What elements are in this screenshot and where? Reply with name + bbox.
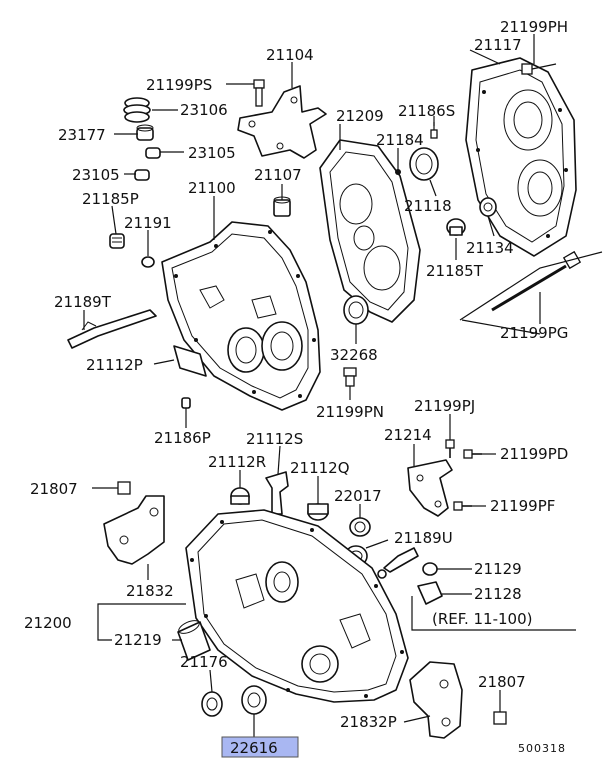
label-21199PF[interactable]: 21199PF [490,497,555,515]
label-21199PS[interactable]: 21199PS [146,76,212,94]
label-21199PH[interactable]: 21199PH [500,18,568,36]
label-23106[interactable]: 23106 [180,101,228,119]
part-labels: 21199PH 21117 21104 21199PS 23106 21209 … [24,18,568,758]
washer-21134[interactable] [479,197,497,217]
label-21832P[interactable]: 21832P [340,713,397,731]
label-21186S[interactable]: 21186S [398,102,455,120]
label-21104[interactable]: 21104 [266,46,314,64]
collar-23105-b[interactable] [134,169,150,181]
bolt-21199PN[interactable] [343,367,357,387]
label-22616[interactable]: 22616 [230,739,278,757]
boot-23106[interactable] [123,97,151,123]
label-ref-11-100[interactable]: (REF. 11-100) [432,610,533,628]
part-21129[interactable] [422,562,438,576]
rear-cover-21117[interactable] [465,57,577,257]
label-21184[interactable]: 21184 [376,131,424,149]
label-21807-left[interactable]: 21807 [30,480,78,498]
label-21128[interactable]: 21128 [474,585,522,603]
leader-lines [83,34,603,738]
part-21128[interactable] [417,581,443,605]
bracket-21832[interactable] [103,495,165,565]
label-21200[interactable]: 21200 [24,614,72,632]
label-21199PG[interactable]: 21199PG [500,324,568,342]
bracket-21832P[interactable] [409,661,463,739]
bracket-21112S[interactable] [265,471,289,515]
label-21129[interactable]: 21129 [474,560,522,578]
strip-21189T[interactable] [67,309,157,349]
label-22017[interactable]: 22017 [334,487,382,505]
bolt-21199PJ[interactable] [445,439,455,458]
label-23105-b[interactable]: 23105 [72,166,120,184]
highlight-22616 [221,736,299,758]
label-21107[interactable]: 21107 [254,166,302,184]
plug-21185P[interactable] [109,233,125,249]
bolt-21807-left[interactable] [92,481,131,495]
diagram-code: 500318 [518,742,566,755]
label-21832[interactable]: 21832 [126,582,174,600]
collar-23105-a[interactable] [145,147,161,159]
bracket-21104[interactable] [237,85,327,159]
case-21100[interactable] [161,221,321,411]
cover-plate-21112P[interactable] [173,345,207,377]
label-23105-a[interactable]: 23105 [188,144,236,162]
part-21112Q[interactable] [307,503,329,521]
label-21191[interactable]: 21191 [124,214,172,232]
pin-21186P[interactable] [181,397,191,409]
label-21219[interactable]: 21219 [114,631,162,649]
bracket-21214[interactable] [407,459,453,517]
oil-seal-32268[interactable] [343,295,369,325]
plug-21185T[interactable] [446,218,466,236]
sleeve-21219[interactable] [177,618,211,661]
plug-21184[interactable] [395,169,401,175]
label-21209[interactable]: 21209 [336,107,384,125]
bolt-21199PH[interactable] [521,63,557,75]
label-21185P[interactable]: 21185P [82,190,139,208]
bolt-21807-right[interactable] [493,690,507,725]
label-21199PJ[interactable]: 21199PJ [414,397,475,415]
label-32268[interactable]: 32268 [330,346,378,364]
label-21189T[interactable]: 21189T [54,293,112,311]
bolt-21199PF[interactable] [453,501,472,511]
label-21186P[interactable]: 21186P [154,429,211,447]
oil-seal-21118[interactable] [409,147,439,181]
label-21112S[interactable]: 21112S [246,430,303,448]
label-21112Q[interactable]: 21112Q [290,459,350,477]
bolt-21199PD[interactable] [463,449,482,459]
label-21112R[interactable]: 21112R [208,453,266,471]
label-21118[interactable]: 21118 [404,197,452,215]
seal-22616[interactable] [241,685,267,715]
bolt-21199PG[interactable] [491,250,582,312]
label-21134[interactable]: 21134 [466,239,514,257]
label-21189U[interactable]: 21189U [394,529,453,547]
label-21117[interactable]: 21117 [474,36,522,54]
label-21199PD[interactable]: 21199PD [500,445,568,463]
label-23177[interactable]: 23177 [58,126,106,144]
bolt-21199PS[interactable] [253,79,265,107]
part-21112R[interactable] [230,487,250,505]
label-21214[interactable]: 21214 [384,426,432,444]
seal-21176[interactable] [201,691,223,717]
label-21807-right[interactable]: 21807 [478,673,526,691]
gasket-21209[interactable] [319,139,421,323]
label-21185T[interactable]: 21185T [426,262,484,280]
transmission-case-21200[interactable] [185,509,409,703]
gasket-ring-21191[interactable] [141,256,155,268]
label-21176[interactable]: 21176 [180,653,228,671]
sensor-lead [377,547,419,579]
bushing-23177[interactable] [136,124,154,141]
seal-22017[interactable] [349,517,371,537]
label-21112P[interactable]: 21112P [86,356,143,374]
label-21100[interactable]: 21100 [188,179,236,197]
label-21199PN[interactable]: 21199PN [316,403,384,421]
